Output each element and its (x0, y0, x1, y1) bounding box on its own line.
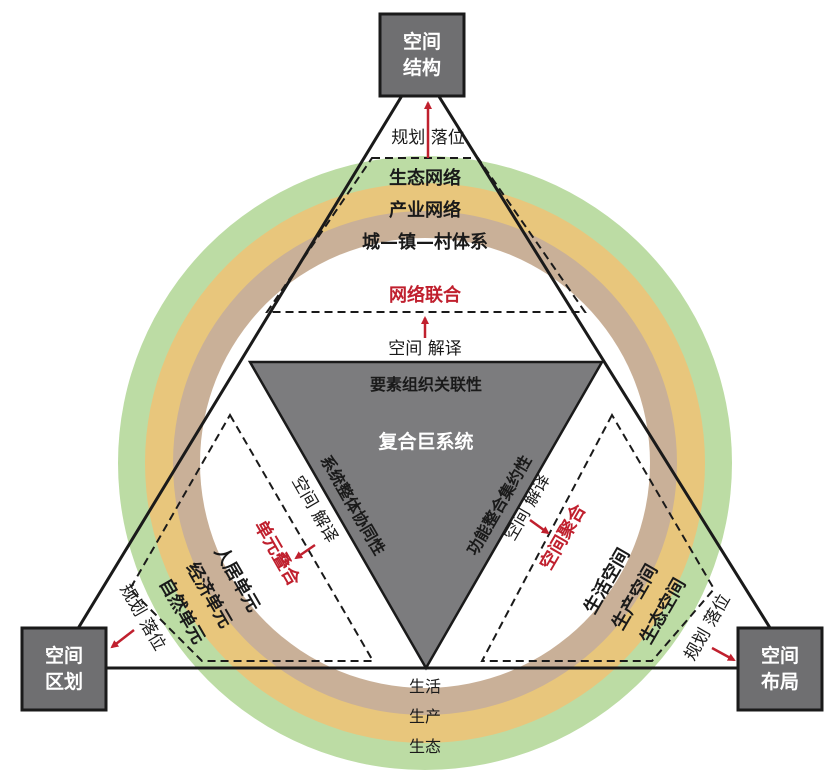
node-right-line1: 空间 (761, 644, 799, 667)
right-inner-arrow (529, 518, 550, 535)
node-left-line1: 空间 (45, 644, 83, 667)
top-layer-1: 生态网络 (389, 167, 461, 189)
node-spatial-layout[interactable]: 空间 布局 (736, 626, 824, 712)
ring-label-living: 生活 (409, 677, 441, 696)
left-dashed-zone (128, 413, 375, 662)
node-spatial-zoning[interactable]: 空间 区划 (20, 626, 108, 712)
top-inner-label: 空间 解译 (388, 339, 461, 359)
center-triangle (247, 360, 605, 671)
top-layer-3: 城—镇—村体系 (362, 231, 488, 253)
left-outer-arrow (110, 629, 135, 649)
center-top-edge: 要素组织关联性 (370, 375, 482, 394)
top-dashed-zone (265, 157, 587, 313)
node-right-line2: 布局 (761, 670, 799, 693)
node-left-line2: 区划 (45, 670, 83, 693)
right-dashed-zone (480, 412, 716, 662)
right-outer-arrow (711, 646, 736, 662)
node-top-line1: 空间 (403, 30, 441, 53)
top-mode-label: 网络联合 (389, 284, 462, 306)
node-spatial-structure[interactable]: 空间 结构 (378, 12, 466, 98)
node-top-line2: 结构 (403, 56, 441, 79)
left-inner-arrow (294, 543, 316, 560)
center-title: 复合巨系统 (377, 430, 473, 453)
ring-label-ecology: 生态 (409, 737, 441, 756)
top-layer-2: 产业网络 (389, 199, 461, 221)
ring-label-production: 生产 (409, 707, 441, 726)
